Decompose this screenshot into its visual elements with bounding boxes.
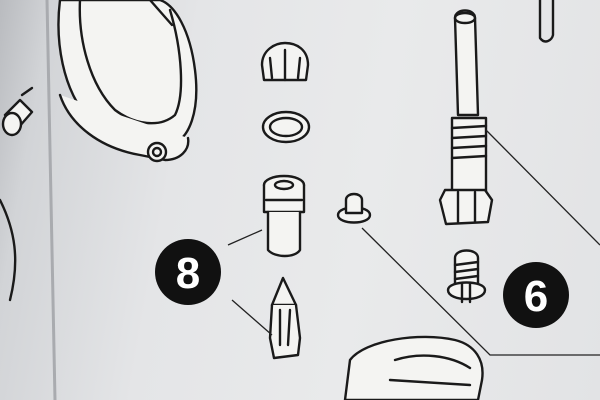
callout-label: 8 (176, 249, 200, 298)
adjust-screw-part (1, 86, 34, 137)
callout-badge (503, 262, 569, 328)
emulsion-tube-part (438, 9, 494, 226)
callout-badge (155, 239, 221, 305)
page-fold (45, 0, 57, 400)
washer-part (261, 110, 311, 144)
carburetor-body-part (57, 0, 198, 163)
part-top-right (538, 0, 555, 43)
callout-label: 6 (524, 272, 548, 321)
float-needle-part (268, 276, 302, 360)
jet-part (336, 192, 372, 224)
float-chamber-part (343, 335, 484, 400)
cap-nut-part (260, 41, 310, 82)
part-edge (0, 198, 17, 302)
leader-lines (227, 129, 600, 356)
callout-8: 8 (155, 239, 221, 305)
callout-6: 6 (503, 262, 569, 328)
valve-seat-part (262, 174, 306, 258)
pilot-screw-part (446, 249, 487, 304)
